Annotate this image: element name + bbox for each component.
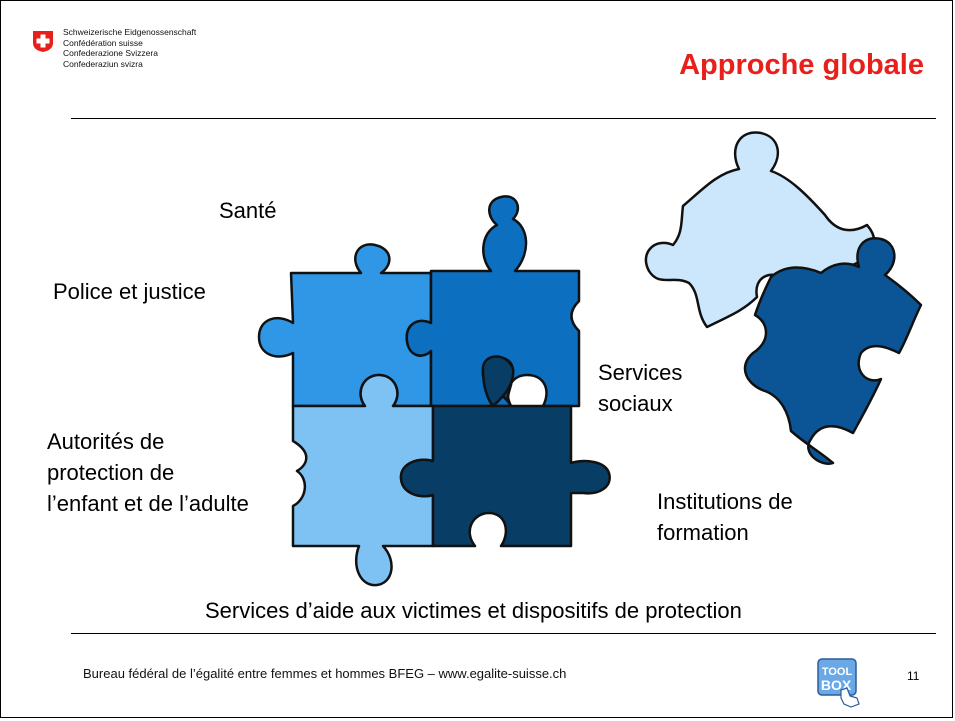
puzzle-piece-medium xyxy=(257,243,433,408)
puzzle-knob-dark xyxy=(481,355,515,408)
label-services-sociaux-line1: Services xyxy=(598,360,683,385)
header-divider xyxy=(71,118,936,119)
label-aide-victimes: Services d’aide aux victimes et disposit… xyxy=(205,598,742,623)
label-institutions: Institutions de formation xyxy=(657,486,793,548)
gov-line-rm: Confederaziun svizra xyxy=(63,58,143,69)
footer-text: Bureau fédéral de l’égalité entre femmes… xyxy=(83,666,567,681)
label-autorites: Autorités de protection de l’enfant et d… xyxy=(47,426,249,519)
puzzle-piece-navy xyxy=(743,236,923,465)
label-institutions-line1: Institutions de xyxy=(657,489,793,514)
footer-divider xyxy=(71,633,936,634)
label-sante: Santé xyxy=(219,198,277,223)
swiss-cross-icon xyxy=(33,31,53,52)
government-name: Schweizerische Eidgenossenschaft Confédé… xyxy=(63,27,196,69)
slide-title: Approche globale xyxy=(679,49,924,81)
toolbox-label-1: TOOL xyxy=(822,666,853,678)
gov-line-it: Confederazione Svizzera xyxy=(63,48,158,58)
toolbox-hand-icon[interactable]: TOOL BOX xyxy=(817,658,861,708)
puzzle-piece-blue xyxy=(405,195,581,408)
label-autorites-line2: protection de xyxy=(47,460,175,485)
label-institutions-line2: formation xyxy=(657,520,749,545)
gov-line-fr: Confédération suisse xyxy=(63,37,143,48)
gov-line-de: Schweizerische Eidgenossenschaft xyxy=(63,27,197,37)
label-services-sociaux-line2: sociaux xyxy=(598,391,673,416)
page-number: 11 xyxy=(907,669,920,683)
label-autorites-line1: Autorités de xyxy=(47,429,165,454)
label-police-justice: Police et justice xyxy=(53,279,206,304)
label-services-sociaux: Services sociaux xyxy=(598,357,682,419)
label-autorites-line3: l’enfant et de l’adulte xyxy=(47,491,249,516)
